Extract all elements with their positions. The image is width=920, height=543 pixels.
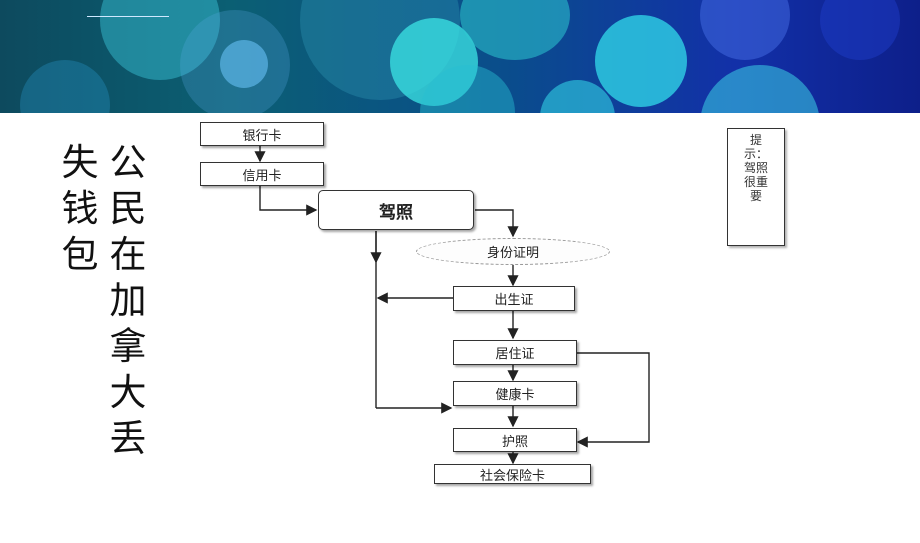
title-column-2: 失钱包 <box>61 141 99 276</box>
title-column-1: 公民在加拿大丢 <box>109 141 147 460</box>
sin-card-box: 社会保险卡 <box>434 464 591 484</box>
credit-card-box: 信用卡 <box>200 162 324 186</box>
passport-box: 护照 <box>453 428 577 452</box>
tip-box: 提示：驾照很重要 <box>727 128 785 246</box>
bokeh-bubble <box>220 40 268 88</box>
bank-card-box: 银行卡 <box>200 122 324 146</box>
bokeh-bubble <box>390 18 478 106</box>
header-banner <box>0 0 920 113</box>
arrow-residence-to-passport <box>576 352 650 448</box>
banner-rule <box>87 16 169 17</box>
arrow-license-to-id <box>475 209 519 238</box>
arrow-credit-to-license <box>259 186 318 216</box>
bokeh-bubble <box>595 15 687 107</box>
health-card-box: 健康卡 <box>453 381 577 406</box>
driver-license-box: 驾照 <box>318 190 474 230</box>
birth-cert-box: 出生证 <box>453 286 575 311</box>
id-proof-ellipse: 身份证明 <box>416 238 610 265</box>
residence-card-box: 居住证 <box>453 340 577 365</box>
